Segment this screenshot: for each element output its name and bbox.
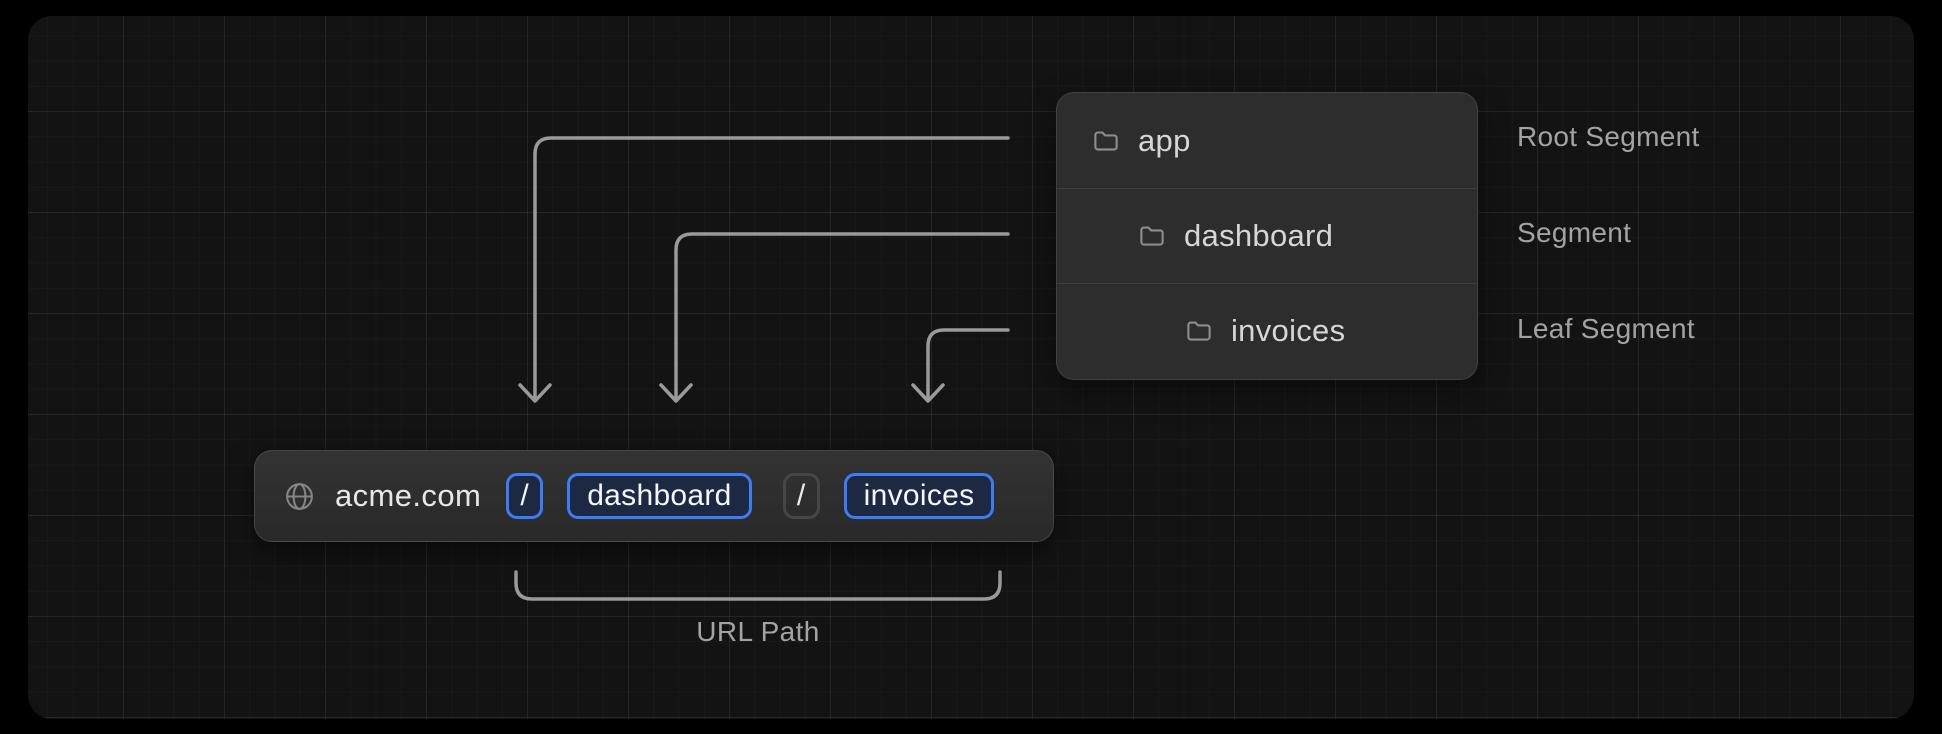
tree-row-label: dashboard: [1184, 218, 1334, 253]
tree-row-invoices[interactable]: invoices: [1057, 283, 1477, 378]
globe-icon: [286, 482, 313, 510]
url-bar[interactable]: acme.com / dashboard / invoices: [254, 450, 1054, 542]
tree-row-dashboard[interactable]: dashboard: [1057, 188, 1477, 283]
annotation-segment: Segment: [1517, 217, 1632, 248]
url-segment-slash-separator[interactable]: /: [782, 473, 820, 519]
tree-row-app[interactable]: app: [1057, 93, 1477, 188]
url-domain: acme.com: [335, 478, 482, 513]
tree-row-label: app: [1138, 122, 1191, 158]
tree-row-label: invoices: [1231, 313, 1346, 348]
url-path-label: URL Path: [696, 616, 820, 647]
folder-icon: [1140, 226, 1164, 246]
file-tree-panel: app dashboard invoices: [1056, 92, 1478, 380]
folder-icon: [1187, 321, 1211, 341]
url-segment-slash-root[interactable]: /: [506, 473, 544, 519]
url-segment-dashboard[interactable]: dashboard: [567, 473, 752, 519]
folder-icon: [1094, 130, 1118, 151]
url-segment-invoices[interactable]: invoices: [843, 473, 995, 519]
annotation-leaf-segment: Leaf Segment: [1517, 313, 1695, 344]
annotation-root-segment: Root Segment: [1517, 121, 1700, 152]
